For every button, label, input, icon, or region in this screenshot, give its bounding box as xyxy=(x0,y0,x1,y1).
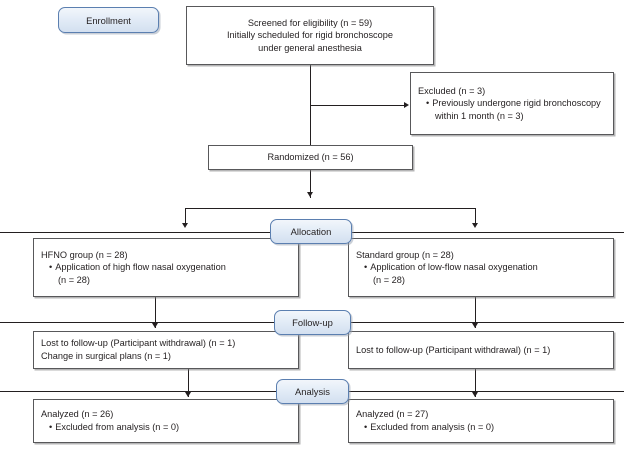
connector-allocation-split-bar xyxy=(185,208,475,209)
connector-hfno-to-analysis xyxy=(188,369,189,397)
connector-allocation-left-arm xyxy=(185,208,186,226)
arrowhead-standard-analysis xyxy=(471,392,478,397)
connector-standard-to-analysis xyxy=(475,369,476,397)
stage-label-enrollment: Enrollment xyxy=(86,14,131,26)
standard-group-bullet-1: Application of low-flow nasal oxygenatio… xyxy=(356,261,606,274)
screened-line-2: Initially scheduled for rigid bronchosco… xyxy=(227,30,393,41)
standard-analysis-line-1: Analyzed (n = 27) xyxy=(356,409,429,420)
stage-pill-allocation: Allocation xyxy=(270,219,352,244)
node-hfno-group: HFNO group (n = 28) Application of high … xyxy=(33,238,299,297)
randomized-line-1: Randomized (n = 56) xyxy=(267,152,354,163)
arrowhead-randomized-down xyxy=(306,192,313,197)
node-standard-group: Standard group (n = 28) Application of l… xyxy=(348,238,614,297)
stage-pill-enrollment: Enrollment xyxy=(58,7,159,33)
arrowhead-hfno-analysis xyxy=(184,392,191,397)
arrowhead-hfno-followup xyxy=(151,323,158,328)
stage-label-followup: Follow-up xyxy=(292,317,333,328)
standard-followup-line-1: Lost to follow-up (Participant withdrawa… xyxy=(356,344,551,355)
connector-randomized-down xyxy=(310,170,311,198)
hfno-followup-line-1: Lost to follow-up (Participant withdrawa… xyxy=(41,338,236,349)
connector-standard-to-followup xyxy=(475,297,476,328)
hfno-group-bullet-1-cont: (n = 28) xyxy=(58,274,90,285)
stage-label-allocation: Allocation xyxy=(290,226,332,237)
excluded-line-1: Excluded (n = 3) xyxy=(418,85,486,96)
arrowhead-allocation-right xyxy=(471,223,478,228)
hfno-analysis-line-1: Analyzed (n = 26) xyxy=(41,409,114,420)
excluded-bullet-1: Previously undergone rigid bronchoscopy xyxy=(418,97,606,110)
node-standard-analysis: Analyzed (n = 27) Excluded from analysis… xyxy=(348,399,614,443)
hfno-followup-line-2: Change in surgical plans (n = 1) xyxy=(41,351,171,361)
node-hfno-followup: Lost to follow-up (Participant withdrawa… xyxy=(33,331,299,369)
hfno-group-line-1: HFNO group (n = 28) xyxy=(41,249,128,260)
standard-group-line-1: Standard group (n = 28) xyxy=(356,249,454,260)
standard-analysis-bullet-1: Excluded from analysis (n = 0) xyxy=(356,421,606,434)
stage-label-analysis: Analysis xyxy=(295,386,330,397)
hfno-group-bullet-1: Application of high flow nasal oxygenati… xyxy=(41,261,291,274)
connector-allocation-right-arm xyxy=(475,208,476,226)
node-randomized: Randomized (n = 56) xyxy=(208,145,413,170)
arrowhead-allocation-left xyxy=(181,223,188,228)
stage-pill-followup: Follow-up xyxy=(274,310,351,335)
screened-line-3: under general anesthesia xyxy=(258,42,362,53)
connector-hfno-to-followup xyxy=(155,297,156,328)
connector-screened-to-excluded xyxy=(310,105,405,106)
screened-line-1: Screened for eligibility (n = 59) xyxy=(247,17,373,28)
node-screened-for-eligibility: Screened for eligibility (n = 59) Initia… xyxy=(186,6,434,65)
arrowhead-standard-followup xyxy=(471,323,478,328)
arrowhead-to-excluded xyxy=(404,101,409,108)
node-hfno-analysis: Analyzed (n = 26) Excluded from analysis… xyxy=(33,399,299,443)
node-standard-followup: Lost to follow-up (Participant withdrawa… xyxy=(348,331,614,369)
hfno-analysis-bullet-1: Excluded from analysis (n = 0) xyxy=(41,421,291,434)
node-excluded: Excluded (n = 3) Previously undergone ri… xyxy=(410,72,614,135)
excluded-bullet-1-cont: within 1 month (n = 3) xyxy=(435,110,524,121)
standard-group-bullet-1-cont: (n = 28) xyxy=(373,274,405,285)
stage-pill-analysis: Analysis xyxy=(276,379,349,404)
